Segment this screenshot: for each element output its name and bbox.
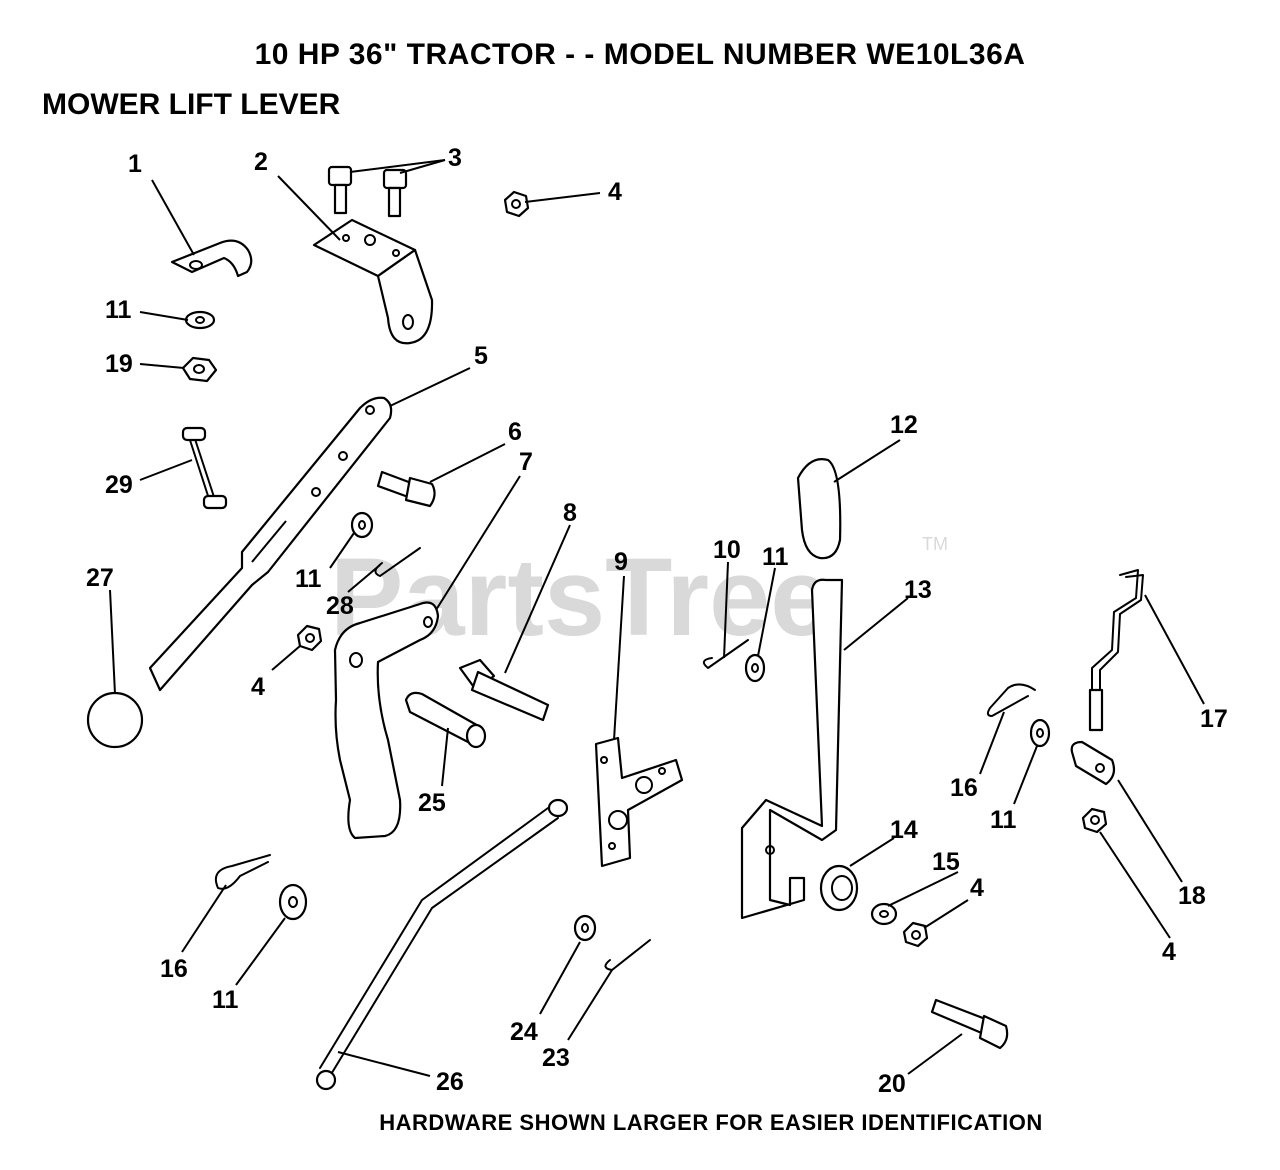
callout-11: 11	[105, 296, 132, 324]
part-washer[interactable]	[350, 511, 374, 539]
part-nut[interactable]	[503, 190, 530, 218]
part-hairpin-clip[interactable]	[214, 854, 271, 890]
callout-7: 7	[519, 448, 533, 476]
callout-23: 23	[542, 1044, 570, 1072]
callout-16: 16	[950, 774, 978, 802]
part-lift-link-rod[interactable]	[315, 798, 569, 1091]
part-bolt[interactable]	[458, 658, 550, 722]
section-title: MOWER LIFT LEVER	[42, 88, 341, 121]
diagram-title: 10 HP 36" TRACTOR - - MODEL NUMBER WE10L…	[254, 38, 1026, 71]
part-nut[interactable]	[296, 624, 323, 652]
part-flat-washer[interactable]	[870, 902, 898, 926]
watermark-trademark: TM	[922, 534, 948, 554]
part-link[interactable]	[181, 426, 228, 510]
part-bolts-pair[interactable]	[327, 165, 408, 218]
part-threaded-rod[interactable]	[1088, 569, 1144, 732]
part-nut[interactable]	[902, 921, 929, 948]
part-hex-nut[interactable]	[181, 356, 218, 383]
callout-labels: 1 2 3 4 11 19 5 12 6 7 29 8 10 11 9 11 2…	[86, 144, 1228, 1098]
callout-1: 1	[128, 150, 142, 178]
callout-16: 16	[160, 955, 188, 983]
part-nut[interactable]	[1081, 807, 1108, 834]
callout-5: 5	[474, 342, 488, 370]
callout-4: 4	[1162, 938, 1176, 966]
callout-11: 11	[762, 543, 789, 571]
callout-13: 13	[904, 576, 932, 604]
callout-9: 9	[614, 548, 628, 576]
part-cotter-pin[interactable]	[702, 639, 749, 669]
callout-19: 19	[105, 350, 133, 378]
callout-15: 15	[932, 848, 960, 876]
part-pivot-plate[interactable]	[594, 736, 684, 868]
callout-26: 26	[436, 1068, 464, 1096]
part-lift-arm[interactable]	[148, 396, 393, 692]
callout-12: 12	[890, 411, 918, 439]
callout-11: 11	[990, 806, 1017, 834]
callout-29: 29	[105, 471, 133, 499]
part-washer[interactable]	[278, 883, 308, 921]
part-hairpin-clip[interactable]	[986, 683, 1036, 717]
callout-3: 3	[448, 144, 462, 172]
leader-lines	[109, 159, 1205, 1077]
callout-17: 17	[1200, 705, 1228, 733]
callout-8: 8	[563, 499, 577, 527]
part-cotter-pin[interactable]	[604, 939, 651, 971]
part-lever-bracket[interactable]	[333, 601, 440, 840]
part-washer[interactable]	[573, 914, 597, 942]
callout-11: 11	[295, 565, 322, 593]
callout-2: 2	[254, 148, 268, 176]
callout-11: 11	[212, 986, 239, 1014]
callout-14: 14	[890, 816, 918, 844]
callout-4: 4	[608, 178, 622, 206]
callout-6: 6	[508, 418, 522, 446]
callout-4: 4	[970, 874, 984, 902]
callout-18: 18	[1178, 882, 1206, 910]
callout-20: 20	[878, 1070, 906, 1098]
callout-4: 4	[251, 673, 265, 701]
part-washer[interactable]	[744, 653, 766, 683]
part-handle-grip[interactable]	[796, 458, 842, 560]
footer-note: HARDWARE SHOWN LARGER FOR EASIER IDENTIF…	[379, 1110, 1043, 1135]
part-clip[interactable]	[170, 239, 253, 278]
part-washer[interactable]	[184, 310, 216, 330]
part-swivel[interactable]	[1070, 740, 1116, 786]
callout-24: 24	[510, 1018, 538, 1046]
callout-10: 10	[713, 536, 741, 564]
callout-27: 27	[86, 564, 114, 592]
part-lift-lever[interactable]	[740, 578, 844, 920]
part-spacer-tube[interactable]	[404, 691, 487, 749]
part-bracket[interactable]	[312, 218, 434, 345]
part-hex-bolt[interactable]	[930, 998, 1009, 1050]
part-washer[interactable]	[1029, 718, 1051, 748]
part-shoulder-bolt[interactable]	[376, 470, 436, 508]
callout-25: 25	[418, 789, 446, 817]
part-bushing[interactable]	[819, 864, 859, 912]
part-knob[interactable]	[86, 691, 144, 749]
callout-28: 28	[326, 592, 354, 620]
